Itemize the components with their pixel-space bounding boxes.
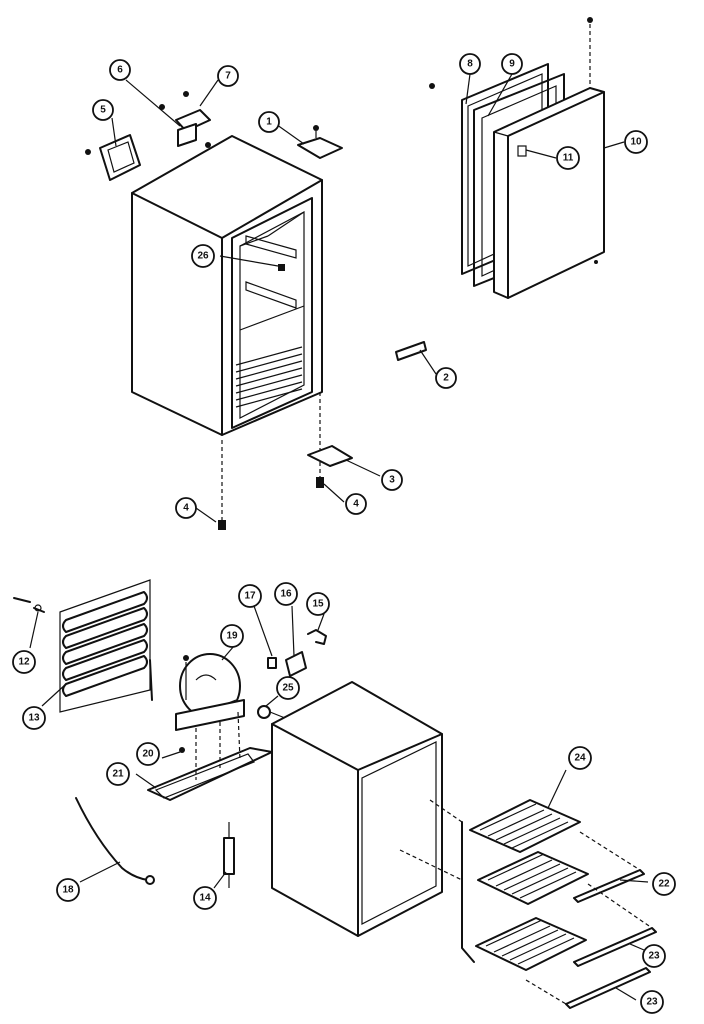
callout-5: 5 <box>92 99 114 121</box>
svg-text:8: 8 <box>467 59 473 70</box>
svg-text:16: 16 <box>280 589 292 600</box>
svg-text:12: 12 <box>18 657 30 668</box>
svg-text:26: 26 <box>197 251 209 262</box>
callout-15: 15 <box>306 592 330 616</box>
callout-13: 13 <box>22 706 46 730</box>
callout-10: 10 <box>624 130 648 154</box>
svg-text:22: 22 <box>658 879 670 890</box>
svg-text:19: 19 <box>226 631 238 642</box>
callout-18: 18 <box>56 878 80 902</box>
callout-23-bottom: 23 <box>640 990 664 1014</box>
svg-text:3: 3 <box>389 475 395 486</box>
svg-text:17: 17 <box>244 591 256 602</box>
svg-text:21: 21 <box>112 769 124 780</box>
power-cord-shape <box>75 797 155 885</box>
svg-text:5: 5 <box>100 105 106 116</box>
callout-4-left: 4 <box>175 497 197 519</box>
svg-text:24: 24 <box>574 753 586 764</box>
handle-shape <box>395 341 427 361</box>
svg-text:14: 14 <box>199 893 211 904</box>
svg-text:4: 4 <box>183 503 189 514</box>
compressor-shape <box>175 653 245 731</box>
svg-text:11: 11 <box>563 153 574 164</box>
svg-text:6: 6 <box>117 65 123 76</box>
callout-6: 6 <box>109 59 131 81</box>
svg-text:7: 7 <box>225 71 231 82</box>
svg-text:13: 13 <box>28 713 40 724</box>
callout-3: 3 <box>381 469 403 491</box>
callout-11: 11 <box>556 146 580 170</box>
svg-text:23: 23 <box>646 997 658 1008</box>
top-hinge-parts <box>85 91 343 181</box>
callout-20: 20 <box>136 742 160 766</box>
svg-text:15: 15 <box>312 599 324 610</box>
svg-text:1: 1 <box>266 117 272 128</box>
compressor-base-shape <box>147 747 273 801</box>
drier-shape <box>223 822 235 888</box>
callout-2: 2 <box>435 367 457 389</box>
svg-text:9: 9 <box>509 59 515 70</box>
svg-text:20: 20 <box>142 749 154 760</box>
evaporator-shelves-shape <box>399 799 589 971</box>
svg-text:4: 4 <box>353 499 359 510</box>
callout-7: 7 <box>217 65 239 87</box>
cabinet-shell-shape <box>271 681 443 937</box>
callout-23-middle: 23 <box>642 944 666 968</box>
callout-24: 24 <box>568 746 592 770</box>
callout-8: 8 <box>459 53 481 75</box>
condenser-clip-shape <box>13 597 45 613</box>
callout-19: 19 <box>220 624 244 648</box>
callout-26: 26 <box>191 244 215 268</box>
callout-12: 12 <box>12 650 36 674</box>
svg-text:2: 2 <box>443 373 449 384</box>
callout-9: 9 <box>501 53 523 75</box>
door-assembly <box>429 17 605 299</box>
callout-17: 17 <box>238 584 262 608</box>
shelf-trims-shape <box>525 831 657 1009</box>
callout-16: 16 <box>274 582 298 606</box>
callout-21: 21 <box>106 762 130 786</box>
svg-text:23: 23 <box>648 951 660 962</box>
callout-25: 25 <box>276 676 300 700</box>
svg-text:18: 18 <box>62 885 74 896</box>
bottom-hinge-shape <box>307 445 353 467</box>
callout-14: 14 <box>193 886 217 910</box>
callout-4-right: 4 <box>345 493 367 515</box>
condenser-coil-shape <box>59 579 153 713</box>
svg-text:10: 10 <box>630 137 642 148</box>
cabinet-assembly <box>131 135 323 436</box>
callout-1: 1 <box>258 111 280 133</box>
svg-text:25: 25 <box>282 683 294 694</box>
callout-22: 22 <box>652 872 676 896</box>
